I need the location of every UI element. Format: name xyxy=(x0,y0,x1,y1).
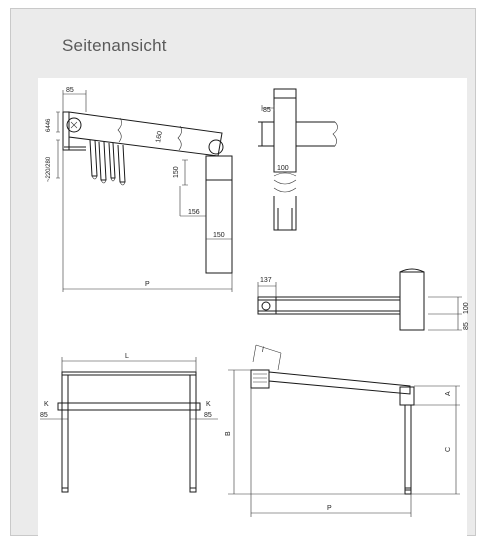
dim-6446: 6446 xyxy=(46,118,52,132)
post-detail-view: 85 100 xyxy=(258,88,338,231)
large-post-head xyxy=(399,386,415,406)
dim-85-top: 85 xyxy=(66,87,74,94)
front-top-bar xyxy=(61,371,197,376)
dim-k-left: K xyxy=(44,401,49,408)
dim-220-280: ~220/280 xyxy=(46,156,52,182)
dim-b: B xyxy=(225,431,232,436)
large-arm xyxy=(268,371,411,395)
dim-k-right: K xyxy=(206,401,211,408)
side-view-large: l A C B P xyxy=(225,344,460,517)
dim-85-plan: 85 xyxy=(463,322,470,330)
dim-l: L xyxy=(125,353,129,360)
post-detail-upper xyxy=(273,88,297,173)
dim-c: C xyxy=(445,447,452,452)
large-cassette xyxy=(250,369,270,389)
dim-p-side: P xyxy=(145,281,150,288)
front-left-post xyxy=(61,374,69,493)
post xyxy=(205,179,233,274)
plan-cassette xyxy=(257,296,277,315)
front-right-post xyxy=(189,374,197,493)
side-view: 85 6446 ~220/280 160 150 156 150 P xyxy=(46,87,233,292)
post-head xyxy=(205,155,233,181)
dim-100-plan: 100 xyxy=(463,302,470,314)
dim-137: 137 xyxy=(260,277,272,284)
page-title: Seitenansicht xyxy=(62,36,167,55)
cassette-roller xyxy=(66,117,82,133)
dim-160: 160 xyxy=(155,131,164,144)
dim-100-post: 100 xyxy=(277,165,289,172)
plan-view: 137 100 85 xyxy=(257,268,470,331)
large-post xyxy=(404,404,412,491)
dim-85-right: 85 xyxy=(204,412,212,419)
dim-a: A xyxy=(445,391,452,396)
dim-150-side: 150 xyxy=(173,166,180,178)
awning-arm xyxy=(68,111,223,157)
dim-small-l: l xyxy=(262,347,264,354)
end-joint xyxy=(208,139,224,155)
front-view: L K 85 K 85 xyxy=(40,353,218,493)
dim-p-bottom: P xyxy=(327,505,332,512)
dim-85-left: 85 xyxy=(40,412,48,419)
dim-156: 156 xyxy=(188,209,200,216)
dim-150-bottom: 150 xyxy=(213,232,225,239)
dim-85-post: 85 xyxy=(263,107,271,114)
wall-bracket xyxy=(62,111,70,151)
front-cassette xyxy=(57,402,201,411)
plan-post xyxy=(399,271,425,331)
